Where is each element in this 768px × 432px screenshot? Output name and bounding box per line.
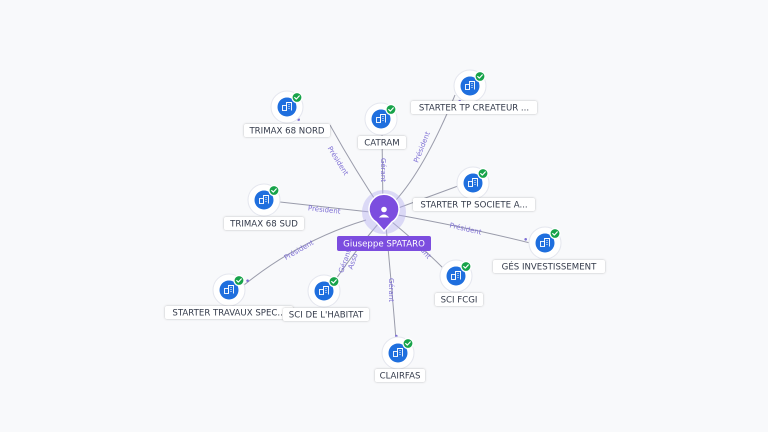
company-icon — [465, 81, 475, 90]
edge-line — [333, 223, 379, 283]
company-node-scidelhabitat[interactable]: SCI DE L'HABITAT — [283, 274, 369, 321]
company-name: STARTER TP CREATEUR ... — [419, 104, 529, 114]
company-label-bg — [165, 306, 293, 319]
edge-arrow — [524, 237, 527, 241]
edge-role-label: Président — [326, 145, 350, 177]
edge-trimax68sud: Président — [277, 200, 371, 216]
company-label[interactable]: TRIMAX 68 SUD — [224, 217, 304, 230]
company-icon — [376, 114, 386, 123]
company-node-clairfas[interactable]: CLAIRFAS — [375, 336, 425, 382]
company-node-catram[interactable]: CATRAM — [358, 102, 406, 149]
company-icon — [468, 178, 478, 187]
person-icon — [378, 206, 390, 218]
company-name: STARTER TP SOCIETE A... — [420, 201, 527, 211]
verified-check-icon — [549, 227, 561, 240]
company-label[interactable]: CATRAM — [358, 136, 406, 149]
edge-role-label: Président — [412, 130, 432, 164]
edge-role-label: Gérant — [379, 158, 387, 182]
edge-line — [397, 214, 531, 244]
company-label-bg — [413, 198, 535, 211]
verified-check-icon — [402, 337, 414, 350]
company-label-bg — [493, 260, 605, 273]
company-label-bg — [244, 124, 330, 137]
company-name: STARTER TRAVAUX SPEC... — [172, 309, 285, 319]
verified-check-icon — [460, 260, 472, 273]
company-name: CATRAM — [364, 139, 399, 149]
company-icon — [451, 271, 461, 280]
company-node-startertpsociete[interactable]: STARTER TP SOCIETE A... — [413, 166, 535, 211]
company-label-bg — [411, 101, 537, 114]
edge-arrow — [246, 279, 249, 282]
edge-line — [279, 201, 371, 213]
company-name: SCI DE L'HABITAT — [289, 311, 364, 321]
center-person-node[interactable]: Giuseppe SPATARO — [337, 190, 431, 251]
verified-check-icon — [268, 184, 280, 197]
verified-check-icon — [474, 70, 486, 83]
company-name: CLAIRFAS — [380, 372, 421, 382]
verified-check-icon — [477, 167, 489, 180]
company-label-bg — [224, 217, 304, 230]
company-label[interactable]: TRIMAX 68 NORD — [244, 124, 330, 137]
company-label-bg — [358, 136, 406, 149]
company-icon — [319, 286, 329, 295]
edge-role-label: Gérant — [387, 278, 395, 302]
company-name: SCI FCGI — [441, 296, 478, 306]
edge-role-label: Président — [308, 204, 342, 215]
nodes-layer: TRIMAX 68 NORD CATRAM STARTER TP CREATEUR … — [165, 69, 605, 382]
company-node-scifcgi[interactable]: SCI FCGI — [435, 259, 483, 306]
company-node-trimax68sud[interactable]: TRIMAX 68 SUD — [224, 183, 304, 230]
company-label[interactable]: STARTER TP CREATEUR ... — [411, 101, 537, 114]
company-node-startertpcreateur[interactable]: STARTER TP CREATEUR ... — [411, 69, 537, 114]
verified-check-icon — [233, 274, 245, 287]
company-label[interactable]: SCI DE L'HABITAT — [283, 308, 369, 321]
company-label[interactable]: GÉS INVESTISSEMENT — [493, 260, 605, 273]
company-label[interactable]: STARTER TRAVAUX SPEC... — [165, 306, 293, 319]
edge-role-label: Président — [283, 239, 315, 262]
verified-check-icon — [291, 91, 303, 104]
company-node-startertravaux[interactable]: STARTER TRAVAUX SPEC... — [165, 273, 293, 319]
company-icon — [393, 348, 403, 357]
company-icon — [224, 285, 234, 294]
company-label[interactable]: SCI FCGI — [435, 293, 483, 306]
company-name: GÉS INVESTISSEMENT — [502, 261, 597, 273]
company-label[interactable]: STARTER TP SOCIETE A... — [413, 198, 535, 211]
company-icon — [540, 238, 550, 247]
company-label[interactable]: CLAIRFAS — [375, 369, 425, 382]
verified-check-icon — [328, 275, 340, 288]
company-label-bg — [435, 293, 483, 306]
edge-role-label: Président — [449, 221, 483, 236]
company-icon — [259, 195, 269, 204]
center-person-name: Giuseppe SPATARO — [343, 240, 425, 250]
edge-line — [243, 219, 367, 286]
center-label-bg — [337, 236, 431, 251]
company-label-bg — [375, 369, 425, 382]
company-node-trimax68nord[interactable]: TRIMAX 68 NORD — [244, 90, 330, 137]
company-icon — [282, 102, 292, 111]
company-label-bg — [283, 308, 369, 321]
map-pin-icon — [368, 193, 400, 233]
company-node-gesinvest[interactable]: GÉS INVESTISSEMENT — [493, 226, 605, 273]
company-name: TRIMAX 68 NORD — [248, 127, 324, 137]
verified-check-icon — [385, 103, 397, 116]
company-name: TRIMAX 68 SUD — [229, 220, 298, 230]
